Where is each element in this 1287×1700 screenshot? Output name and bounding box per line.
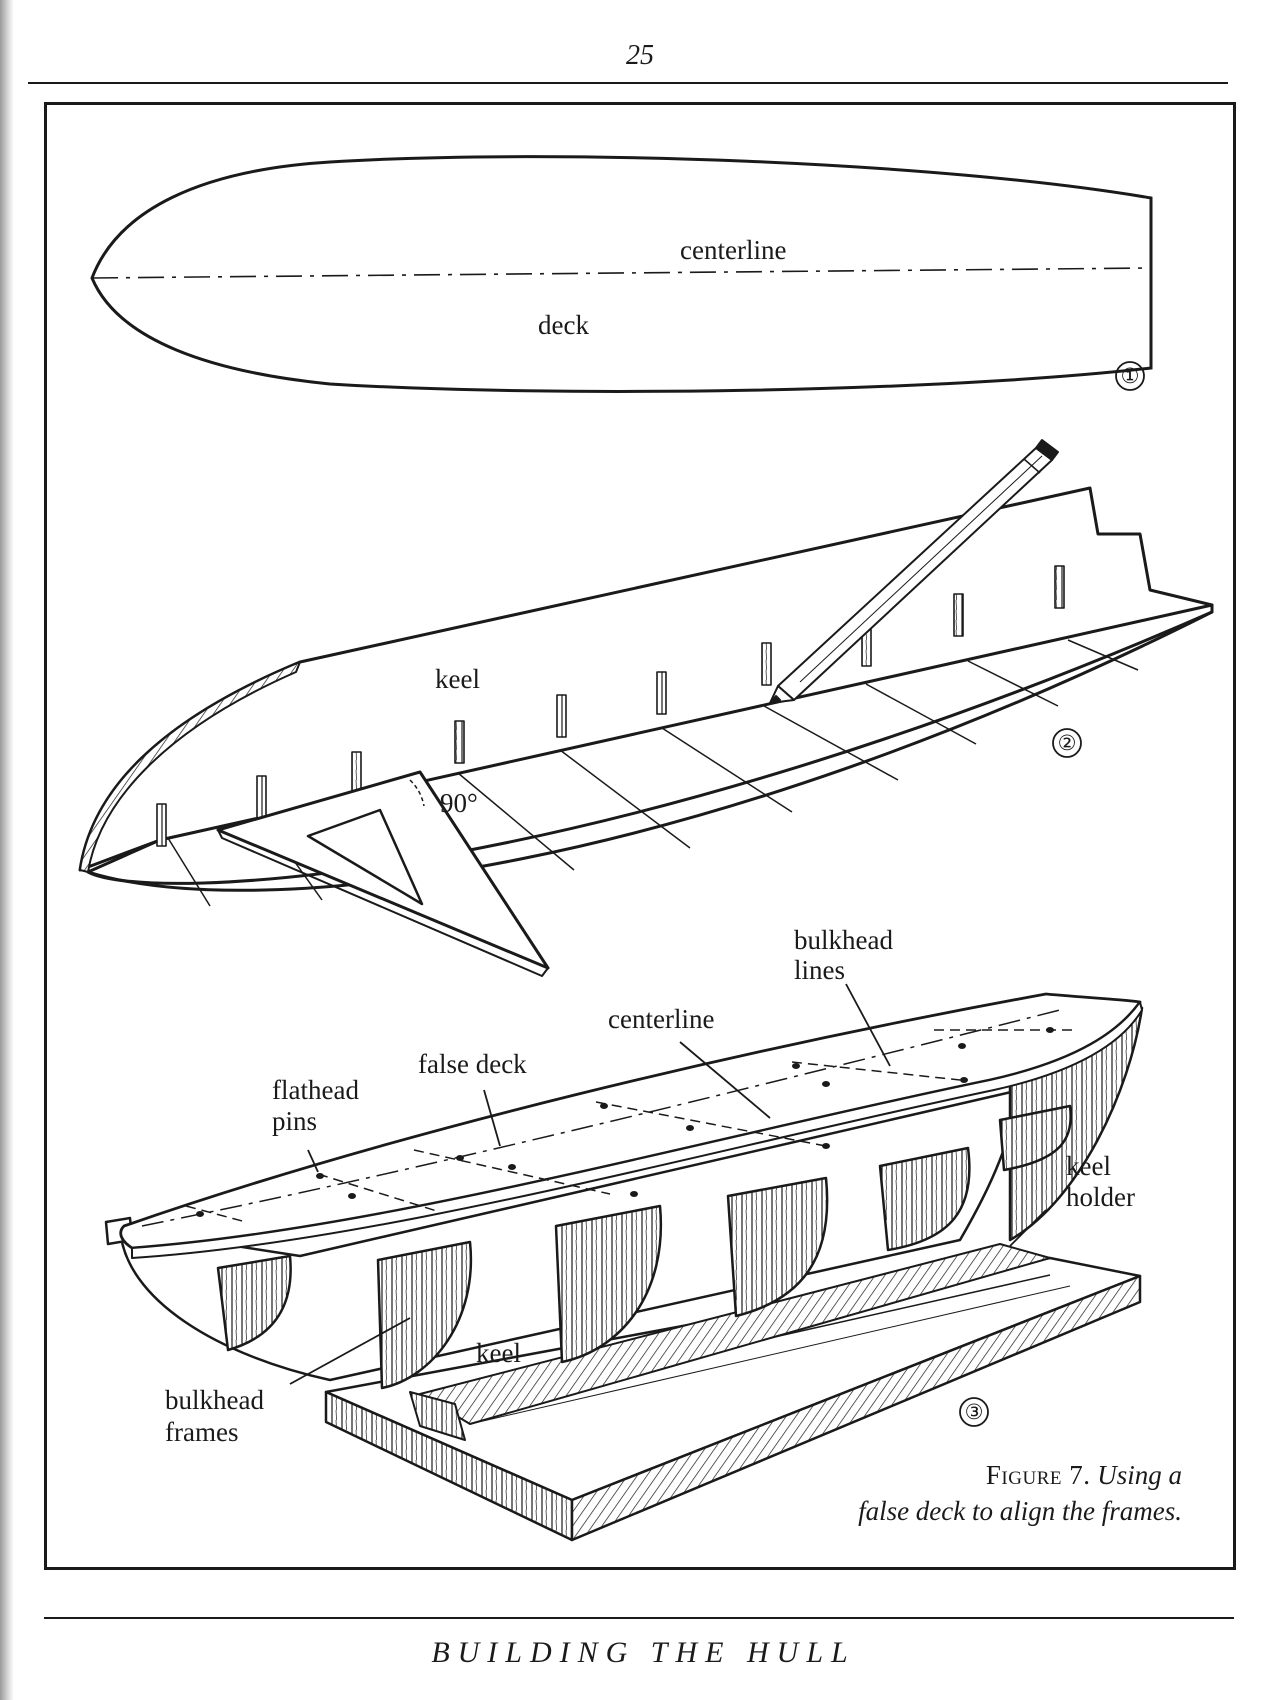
leader-centerline xyxy=(679,1041,771,1119)
figure-frame xyxy=(44,102,1236,1570)
false-deck-edge xyxy=(131,1001,1143,1259)
pencil xyxy=(769,439,1059,704)
figure-label: Figure 7. xyxy=(985,1460,1091,1490)
false-deck-centerline xyxy=(141,1009,1061,1227)
step-2-angle-label: 90° xyxy=(440,788,478,818)
caption-line-2: false deck to align the frames. xyxy=(858,1496,1182,1526)
right-angle-marker xyxy=(409,779,425,807)
header-rule xyxy=(28,82,1228,84)
step-3-keel-holder-label-1: keel xyxy=(1066,1151,1111,1181)
step-3-bulkhead-frames-label-1: bulkhead xyxy=(165,1385,264,1415)
step-2-bulkhead-slots xyxy=(156,565,1065,847)
step-3-number: ③ xyxy=(959,1397,989,1427)
svg-text:③: ③ xyxy=(965,1400,984,1424)
false-deck-bulkhead-lines xyxy=(185,1029,1072,1223)
deck-centerline xyxy=(91,267,1152,279)
keel-holder-block xyxy=(409,1391,466,1441)
try-square xyxy=(216,770,550,977)
step-2-number: ② xyxy=(1052,728,1082,758)
step-1-deck-plan xyxy=(90,155,1153,393)
step-3-bulkhead-frames-label-2: frames xyxy=(165,1417,238,1447)
svg-text:①: ① xyxy=(1121,364,1140,388)
step-3-keel-label: keel xyxy=(476,1338,521,1368)
base-board-lower-edge xyxy=(87,610,1213,892)
caption-line-1: Figure 7. Using a xyxy=(700,1457,1182,1493)
page-number: 25 xyxy=(626,40,654,71)
leader-flathead-pins xyxy=(307,1149,319,1173)
leader-bulkhead-lines xyxy=(845,983,891,1067)
running-head: BUILDING THE HULL xyxy=(431,1636,856,1669)
step-3-bulkhead-lines-label-2: lines xyxy=(794,955,845,985)
step-3-keel-holder-label-2: holder xyxy=(1066,1182,1135,1212)
step-3-false-deck-label: false deck xyxy=(418,1049,527,1079)
flathead-pins xyxy=(196,1027,1054,1217)
step-3-flathead-pins-label-2: pins xyxy=(272,1106,317,1136)
leader-false-deck xyxy=(483,1089,501,1147)
step-3-bulkhead-lines-label-1: bulkhead xyxy=(794,925,893,955)
step-3-leader-lines xyxy=(289,983,1047,1385)
step-3-centerline-label: centerline xyxy=(608,1004,714,1034)
step-3-flathead-pins-label-1: flathead xyxy=(272,1075,359,1105)
footer-rule xyxy=(44,1617,1234,1619)
step-2-keel-label: keel xyxy=(435,664,480,694)
leader-keel-holder xyxy=(1009,1209,1047,1247)
step-1-number: ① xyxy=(1115,361,1145,391)
leader-bulkhead-frames xyxy=(289,1317,411,1385)
svg-text:②: ② xyxy=(1058,731,1077,755)
book-spine-shadow xyxy=(0,0,14,1700)
step-2-keel-marking xyxy=(78,439,1214,977)
step-1-centerline-label: centerline xyxy=(680,235,786,265)
keel-holder-board xyxy=(324,1256,1142,1542)
keel-edge xyxy=(79,661,301,873)
bulkhead-frames xyxy=(216,1104,1072,1390)
figure-caption: Figure 7. Using a false deck to align th… xyxy=(700,1457,1182,1529)
deck-outline xyxy=(90,155,1153,393)
caption-text-1: Using a xyxy=(1097,1460,1182,1490)
step-3-assembly xyxy=(104,983,1144,1542)
step-1-deck-label: deck xyxy=(538,310,589,340)
